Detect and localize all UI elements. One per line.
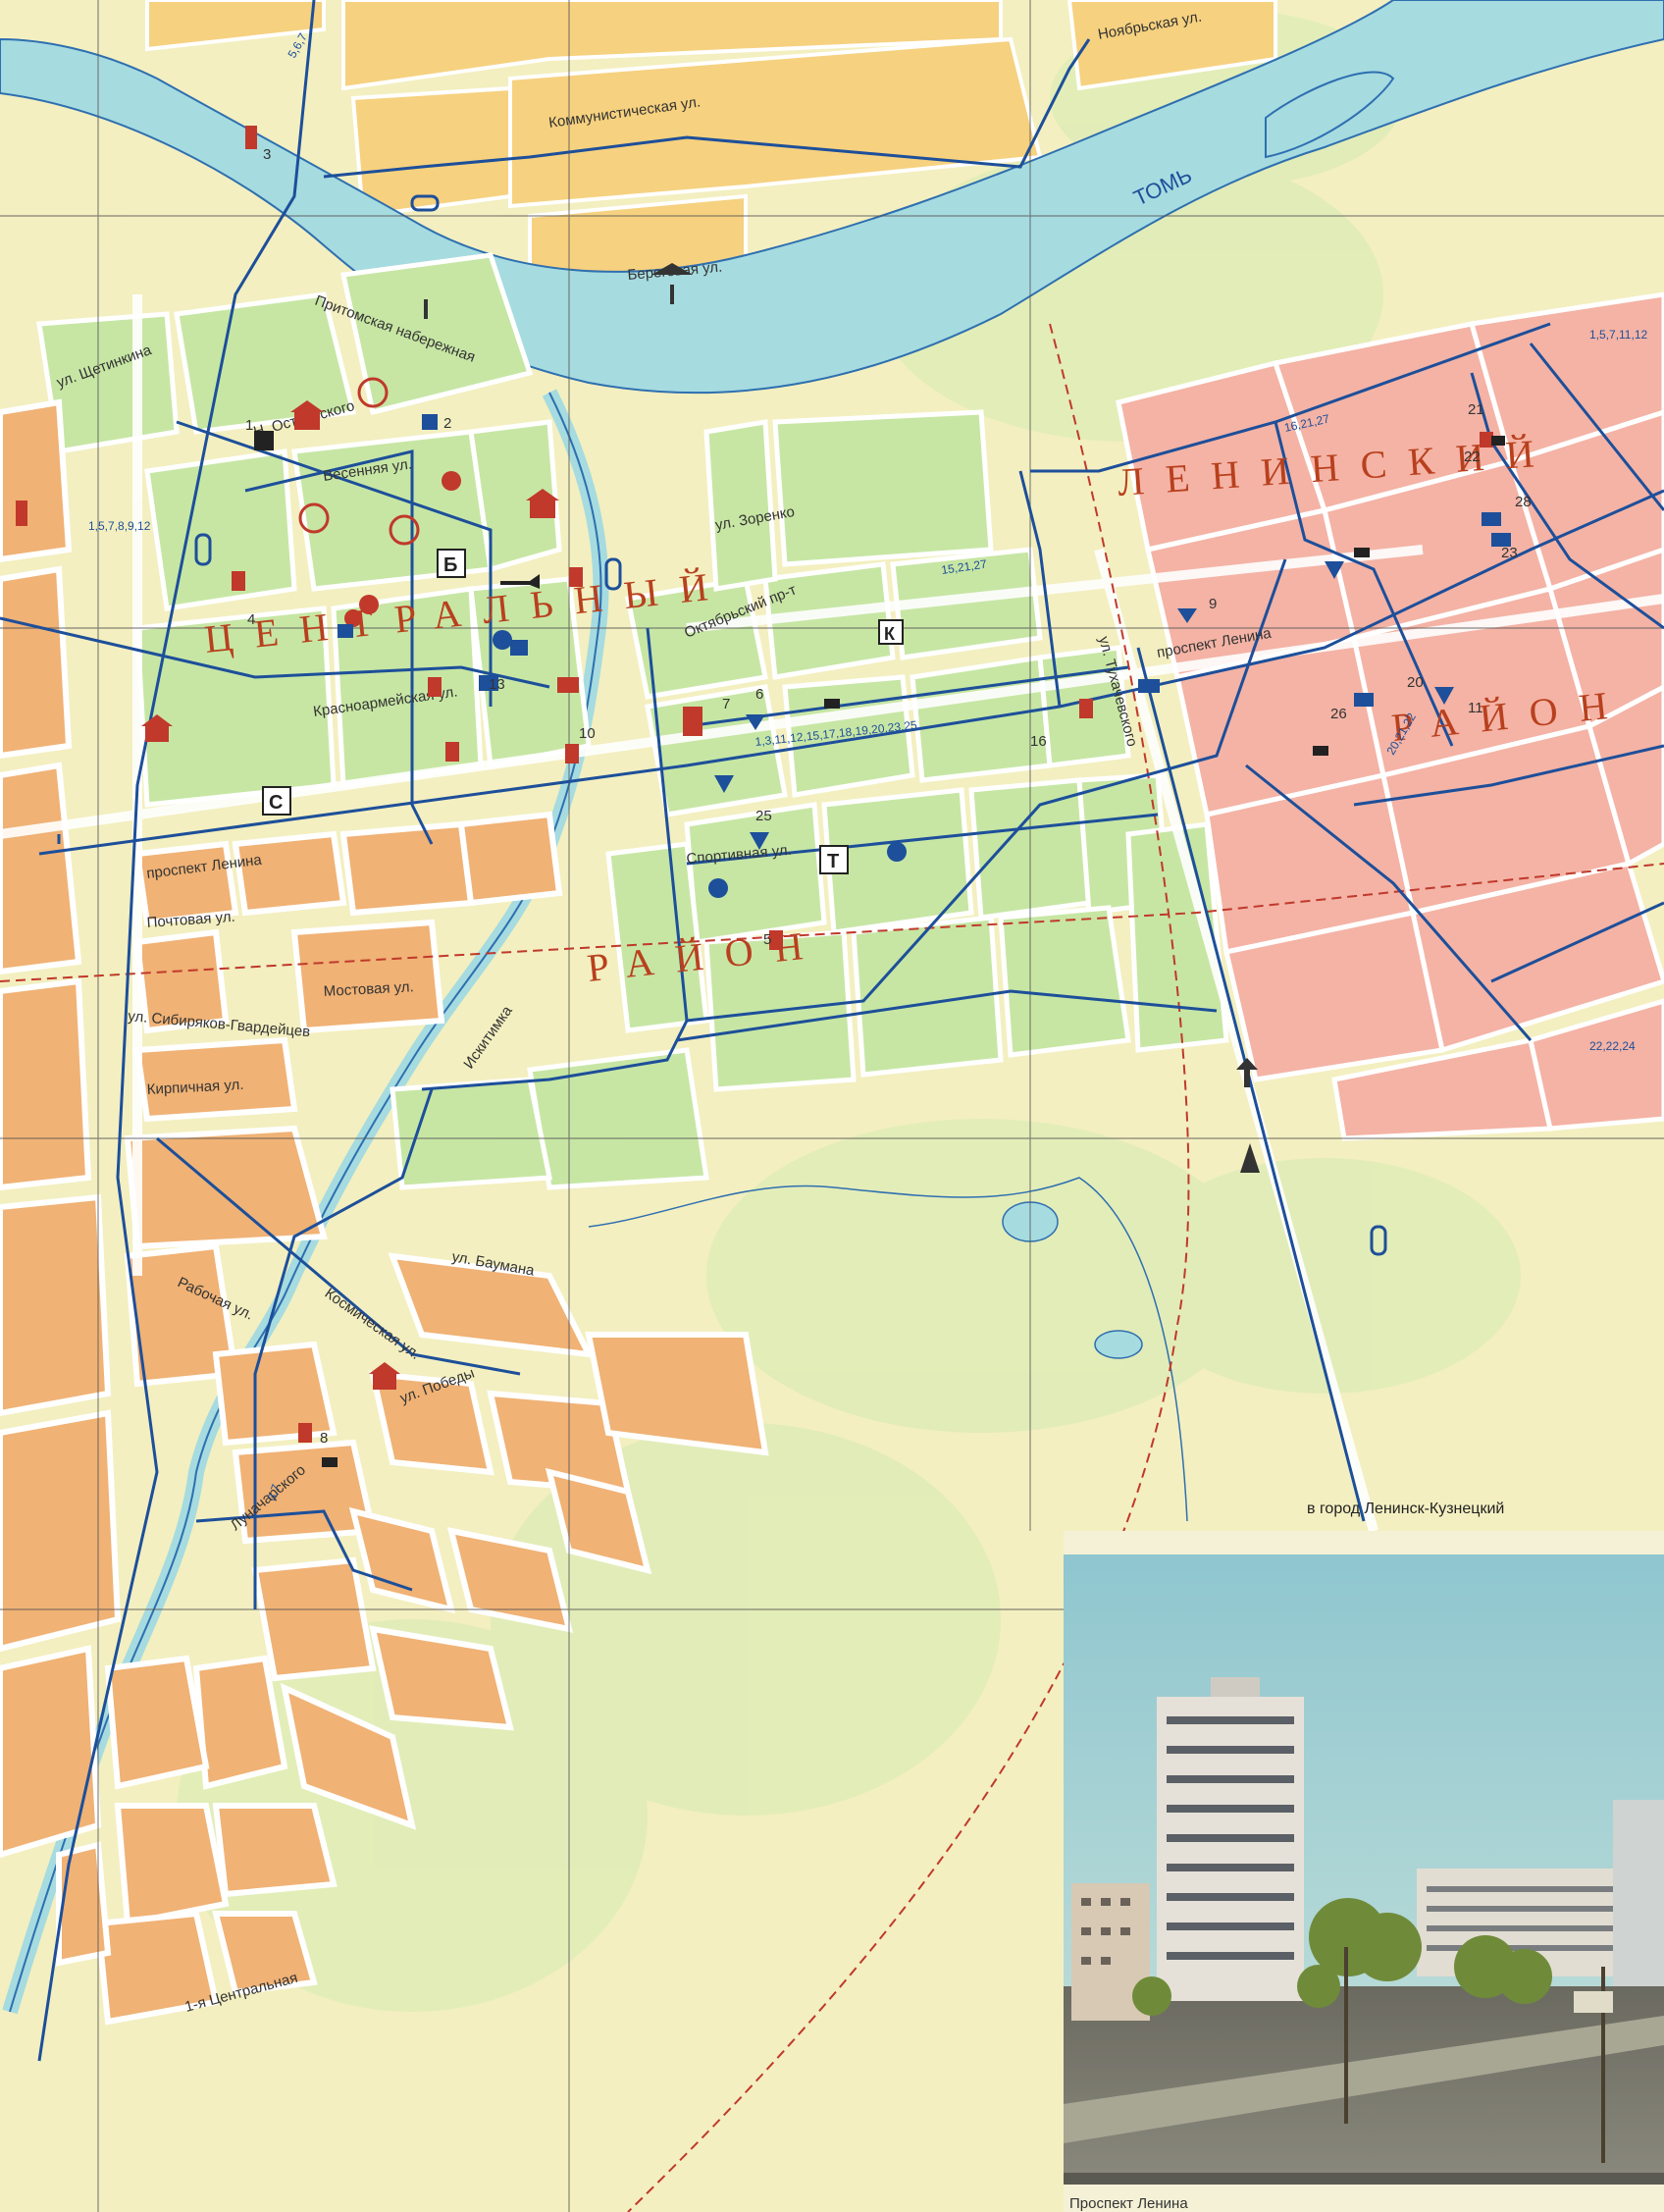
route-label: 1,5,7,8,9,12: [88, 519, 151, 533]
facility-number: 13: [489, 676, 505, 693]
legend-letter: С: [269, 792, 283, 814]
street-label: Мостовая ул.: [323, 978, 414, 1000]
route-label: 22,22,24: [1589, 1039, 1636, 1053]
facility-number: 28: [1515, 494, 1532, 510]
facility-number: 26: [1330, 706, 1347, 722]
facility-number: 20: [1407, 674, 1424, 691]
facility-markers: Б С К Т: [16, 126, 1511, 1467]
route-label: 3,7: [265, 1482, 284, 1502]
facility-number: 6: [755, 686, 763, 703]
facility-number: 16: [1030, 733, 1047, 750]
fountain-icon: [424, 263, 1260, 1173]
facility-number: 9: [1209, 596, 1217, 612]
facility-number-labels: 1 2 3 4 5 6 7 8 9 10 11 13 16 20 21 22 2…: [245, 146, 1532, 1447]
facility-number: 2: [443, 415, 451, 432]
shop-icon: [232, 432, 1493, 1443]
legend-letter: Т: [827, 851, 839, 872]
facility-number: 7: [722, 696, 730, 712]
exit-direction-label: в город Ленинск-Кузнецкий: [1307, 1501, 1504, 1517]
legend-letter-boxes: [254, 431, 904, 874]
facility-number: 5: [763, 931, 771, 948]
facility-number: 3: [263, 146, 271, 163]
residential-blocks: [0, 398, 769, 2026]
photo-inset: Проспект Ленина: [1064, 1531, 1664, 2212]
circus-icon: [493, 630, 907, 898]
facility-number: 22: [1464, 448, 1481, 465]
legend-letter: К: [884, 624, 896, 644]
facility-number: 4: [247, 611, 255, 628]
hotel-icon: [338, 414, 1511, 707]
photo-caption: Проспект Ленина: [1069, 2195, 1188, 2212]
transport-routes: [0, 0, 1664, 2062]
bus-stop-icon: [194, 194, 1387, 1256]
river-islands: [1265, 71, 1395, 159]
star-monument-icon: [298, 377, 420, 546]
facility-number: 1: [245, 417, 253, 434]
photo-prospekt-lenina: [1064, 1554, 1664, 2185]
railway: [0, 323, 1664, 2212]
facility-number: 8: [320, 1430, 328, 1447]
street-label: Почтовая ул.: [146, 909, 235, 931]
museum-icon: [141, 400, 579, 1390]
theater-icon: [344, 471, 461, 627]
route-label: 1,5,7,11,12: [1589, 328, 1647, 342]
legend-letter: Б: [443, 554, 457, 576]
facility-number: 11: [1468, 700, 1483, 716]
route-label: 15,21,27: [940, 557, 988, 577]
facility-number: 21: [1468, 401, 1484, 418]
facility-number: 25: [755, 808, 772, 824]
airport-icon: [500, 574, 540, 589]
street-label: Кирпичная ул.: [146, 1077, 244, 1098]
sanitation-icon: [16, 126, 702, 736]
facility-number: 23: [1501, 545, 1518, 561]
facility-number: 10: [579, 725, 596, 742]
checkered-flag-icon: [322, 436, 1505, 1467]
cafe-icon: [714, 561, 1454, 850]
